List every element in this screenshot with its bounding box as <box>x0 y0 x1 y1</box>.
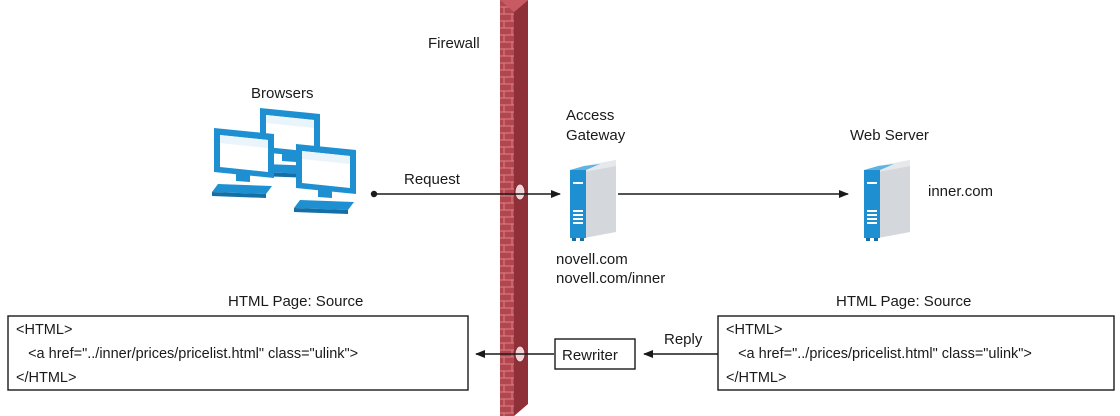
right-code-line-2: <a href="../prices/pricelist.html" class… <box>726 346 1032 362</box>
access-gateway-server-icon <box>570 160 616 241</box>
left-html-source-box <box>7 315 469 391</box>
reply-label: Reply <box>664 331 703 348</box>
web-server-icon <box>864 160 910 241</box>
access-gateway-label-line1: Access <box>566 107 614 124</box>
right-box-caption: HTML Page: Source <box>836 293 971 310</box>
right-code-line-3: </HTML> <box>726 370 786 386</box>
left-code-line-1: <HTML> <box>16 322 72 338</box>
request-origin-dot <box>370 190 378 198</box>
rewriter-box <box>554 338 636 370</box>
rewriter-label: Rewriter <box>562 347 618 364</box>
left-box-caption: HTML Page: Source <box>228 293 363 310</box>
firewall-hole-top <box>514 183 526 201</box>
inner-domain-label: inner.com <box>928 183 993 200</box>
desktop-computers-icon <box>212 108 356 214</box>
firewall-wall <box>500 0 528 416</box>
firewall-label: Firewall <box>428 35 480 52</box>
right-html-source-box <box>717 315 1115 391</box>
left-code-line-2: <a href="../inner/prices/pricelist.html"… <box>16 346 358 362</box>
request-label: Request <box>404 171 461 188</box>
gateway-domain-primary: novell.com <box>556 251 628 268</box>
left-code-line-3: </HTML> <box>16 370 76 386</box>
web-server-label: Web Server <box>850 127 929 144</box>
right-code-line-1: <HTML> <box>726 322 782 338</box>
access-gateway-label-line2: Gateway <box>566 127 626 144</box>
gateway-domain-inner: novell.com/inner <box>556 270 665 287</box>
browsers-label: Browsers <box>251 85 314 102</box>
